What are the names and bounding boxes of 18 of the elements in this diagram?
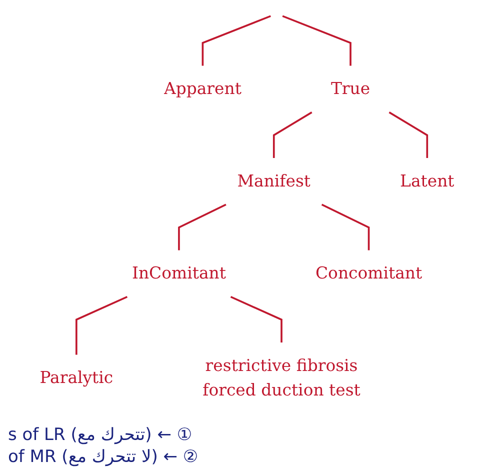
- connector: [321, 204, 370, 250]
- connector: [230, 296, 282, 342]
- note-text: of MR (لا تتحرك مع) ← ②: [8, 447, 198, 467]
- node-text: True: [330, 79, 370, 99]
- node-text: Paralytic: [40, 368, 114, 388]
- note-text: s of LR (تتحرك مع) ← ①: [8, 425, 192, 445]
- connector: [202, 15, 271, 66]
- node-text: InComitant: [132, 264, 226, 284]
- node-text: Manifest: [237, 172, 311, 191]
- connector: [282, 15, 352, 66]
- node-text: Latent: [400, 172, 454, 191]
- connector: [388, 112, 428, 158]
- connector: [178, 204, 226, 250]
- node-text: restrictive fibrosis forced duction test: [202, 356, 360, 400]
- node-text: Apparent: [164, 79, 242, 99]
- connector: [272, 112, 312, 158]
- node-text: Concomitant: [315, 264, 422, 284]
- connector: [76, 296, 128, 355]
